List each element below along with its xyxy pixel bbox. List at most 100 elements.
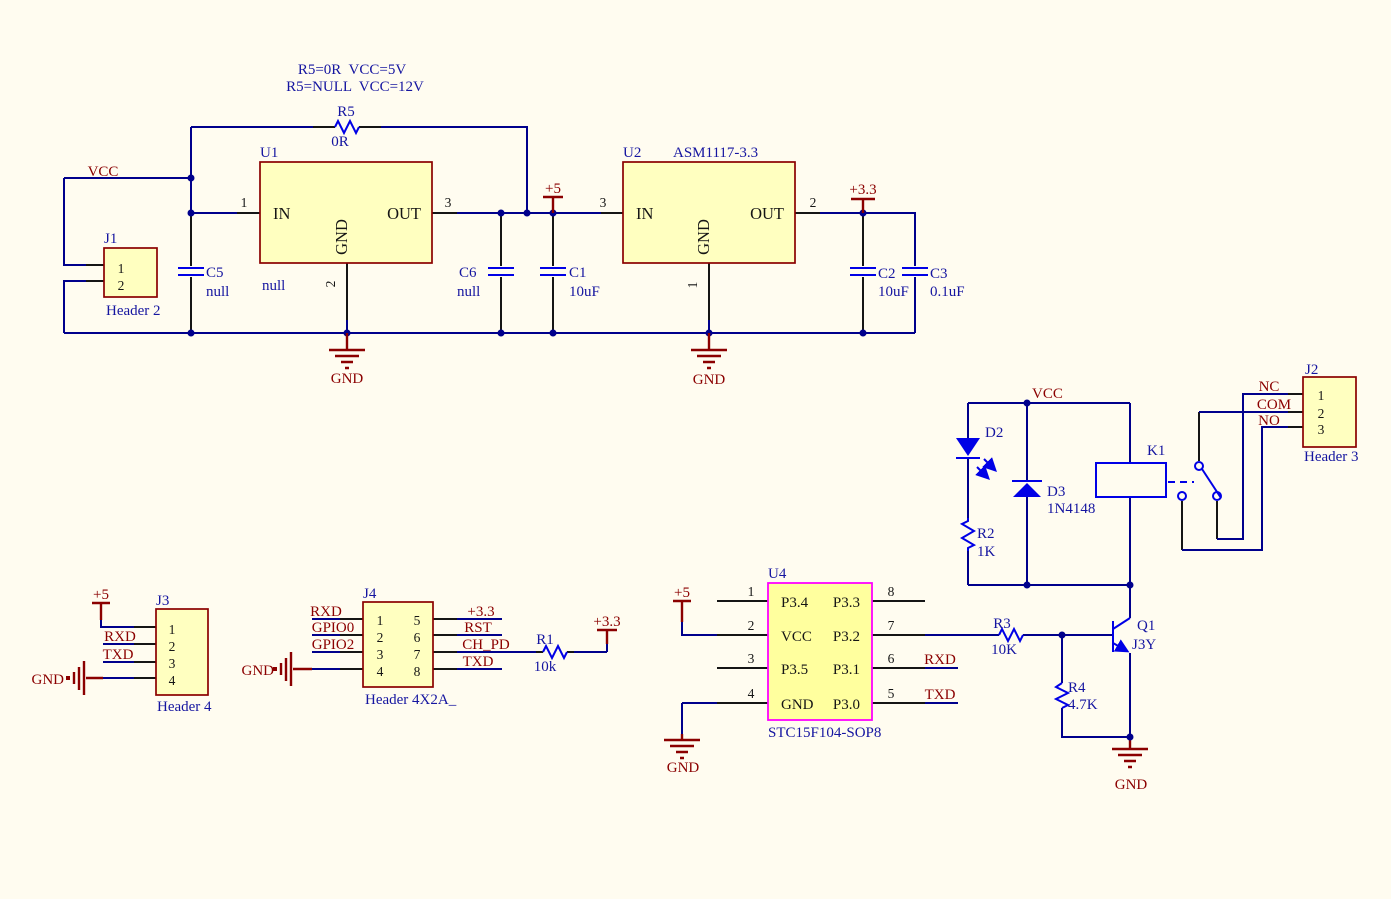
led-emission-arrow — [982, 457, 997, 472]
header-J1[interactable]: J1 1 2 Header 2 — [103, 231, 161, 319]
gnd-label[interactable]: GND — [667, 760, 700, 776]
capacitor-C2[interactable]: C2 10uF — [850, 266, 909, 300]
resistor-R3-value: 10K — [991, 642, 1017, 658]
power-flag-bar — [597, 628, 617, 644]
net-label-com[interactable]: COM — [1257, 397, 1291, 413]
led-D2-ref: D2 — [985, 425, 1003, 441]
gnd-label[interactable]: GND — [32, 672, 65, 688]
resistor-R3[interactable]: R3 10K — [991, 616, 1024, 658]
gnd-symbol-u1[interactable]: GND — [329, 333, 365, 387]
pin-stub — [340, 618, 363, 670]
net-label-nc[interactable]: NC — [1259, 379, 1280, 395]
led-emission-arrow — [975, 465, 990, 480]
transistor-Q1-value: J3Y — [1132, 637, 1156, 653]
ic-U2[interactable]: U2 ASM1117-3.3 IN OUT GND 3 2 1 — [600, 145, 817, 288]
gnd-symbol-dot — [273, 667, 277, 671]
pin-stub — [1181, 501, 1218, 550]
gnd-label: GND — [693, 372, 726, 388]
resistor-R4[interactable]: R4 4.7K — [1053, 680, 1098, 713]
net-label-chpd[interactable]: CH_PD — [462, 637, 510, 653]
resistor-R5[interactable]: R5 0R — [331, 104, 360, 150]
net-label-plus33[interactable]: +3.3 — [467, 604, 494, 620]
header-J3-type: Header 4 — [157, 699, 212, 715]
relay-K1[interactable]: K1 — [1095, 443, 1222, 501]
net-label-vcc-relay[interactable]: VCC — [1032, 386, 1063, 402]
net-label-txd[interactable]: TXD — [463, 654, 494, 670]
note-annotation[interactable]: R5=0R VCC=5V R5=NULL VCC=12V — [286, 62, 424, 95]
transistor-emitter-arrow — [1112, 639, 1130, 653]
ic-U1-ref: U1 — [260, 145, 278, 161]
wires-j4[interactable] — [273, 618, 617, 686]
power-flag-plus5[interactable]: +5 — [543, 181, 563, 213]
power-flag-bar — [543, 195, 563, 213]
wire-segment — [681, 622, 717, 636]
relay-K1-coil — [1095, 462, 1167, 498]
header-J2-ref: J2 — [1305, 362, 1318, 378]
header-J2[interactable]: J2 1 2 3 Header 3 — [1302, 362, 1359, 465]
net-label-rst[interactable]: RST — [464, 620, 492, 636]
relay-contact-com — [1194, 461, 1204, 471]
resistor-R1[interactable]: R1 10k — [534, 632, 568, 675]
net-label-txd[interactable]: TXD — [925, 687, 956, 703]
ic-U4-pin-label: GND — [781, 697, 814, 713]
power-flag-plus33-label[interactable]: +3.3 — [593, 614, 620, 630]
gnd-label[interactable]: GND — [242, 663, 275, 679]
led-D2[interactable]: D2 — [956, 425, 1003, 480]
capacitor-C6[interactable]: C6 null — [457, 265, 514, 300]
diode-D3-ref: D3 — [1047, 484, 1065, 500]
net-label-rxd[interactable]: RXD — [104, 629, 136, 645]
resistor-R2[interactable]: R2 1K — [959, 518, 996, 560]
relay-contact-no — [1177, 491, 1187, 501]
ic-U4[interactable]: U4 P3.4 VCC P3.5 GND P3.3 P3.2 P3.1 P3.0… — [748, 566, 895, 741]
capacitor-C5-value: null — [206, 284, 229, 300]
capacitor-C5[interactable]: C5 null — [178, 265, 229, 300]
header-J4[interactable]: J4 1 2 3 4 5 6 7 8 Header 4X2A_ — [362, 586, 457, 708]
wires-power-section[interactable] — [63, 126, 916, 334]
net-label-gpio0[interactable]: GPIO0 — [312, 620, 355, 636]
ic-U1-pin-gnd-label: GND — [332, 219, 351, 255]
wire-segment — [925, 634, 1113, 704]
wires-j3[interactable] — [66, 601, 156, 695]
pin-number: 7 — [888, 618, 895, 633]
net-label-rxd[interactable]: RXD — [924, 652, 956, 668]
transistor-Q1[interactable]: Q1 J3Y — [1112, 617, 1156, 653]
net-label-rxd[interactable]: RXD — [310, 604, 342, 620]
gnd-symbol-u2[interactable]: GND — [691, 333, 727, 388]
resistor-R2-ref: R2 — [977, 526, 995, 542]
resistor-R1-value: 10k — [534, 659, 557, 675]
diode-D3[interactable]: D3 1N4148 — [1012, 480, 1095, 517]
capacitor-plates — [178, 267, 204, 276]
header-J3[interactable]: J3 1 2 3 4 Header 4 — [155, 593, 212, 715]
pin-number: 4 — [169, 673, 176, 688]
ic-U4-pin-label: VCC — [781, 629, 812, 645]
power-flag-plus33[interactable]: +3.3 — [849, 182, 877, 213]
capacitor-C3[interactable]: C3 0.1uF — [902, 266, 965, 300]
ic-U1-pin-out-label: OUT — [387, 204, 421, 223]
pin-number: 5 — [414, 613, 421, 628]
pin-number: 1 — [685, 282, 700, 289]
resistor-zigzag — [334, 118, 360, 136]
net-label-gpio2[interactable]: GPIO2 — [312, 637, 355, 653]
capacitor-C1[interactable]: C1 10uF — [540, 265, 600, 300]
pin-number: 2 — [169, 639, 176, 654]
power-flag-plus5-label[interactable]: +5 — [674, 585, 690, 601]
wires-relay-section[interactable] — [967, 393, 1303, 586]
gnd-label[interactable]: GND — [1115, 777, 1148, 793]
diode-triangle — [1013, 483, 1041, 497]
power-flag-plus5-label[interactable]: +5 — [93, 587, 109, 603]
ic-U4-part: STC15F104-SOP8 — [768, 725, 881, 741]
resistor-R4-ref: R4 — [1068, 680, 1086, 696]
wire-segment — [681, 702, 717, 734]
pin-number: 1 — [748, 584, 755, 599]
pin-number: 5 — [888, 686, 895, 701]
ic-U1[interactable]: U1 null IN OUT GND 1 3 2 — [241, 145, 452, 294]
pin-number: 1 — [1318, 388, 1325, 403]
note-line-2: R5=NULL VCC=12V — [286, 79, 424, 95]
net-label-txd[interactable]: TXD — [103, 647, 134, 663]
net-label-vcc[interactable]: VCC — [88, 164, 119, 180]
junction-dot — [1023, 581, 1031, 589]
wires-u4[interactable] — [664, 585, 1148, 769]
junction-dot — [1058, 631, 1066, 639]
net-label-no[interactable]: NO — [1258, 413, 1280, 429]
power-flag-plus33-label: +3.3 — [849, 182, 876, 198]
